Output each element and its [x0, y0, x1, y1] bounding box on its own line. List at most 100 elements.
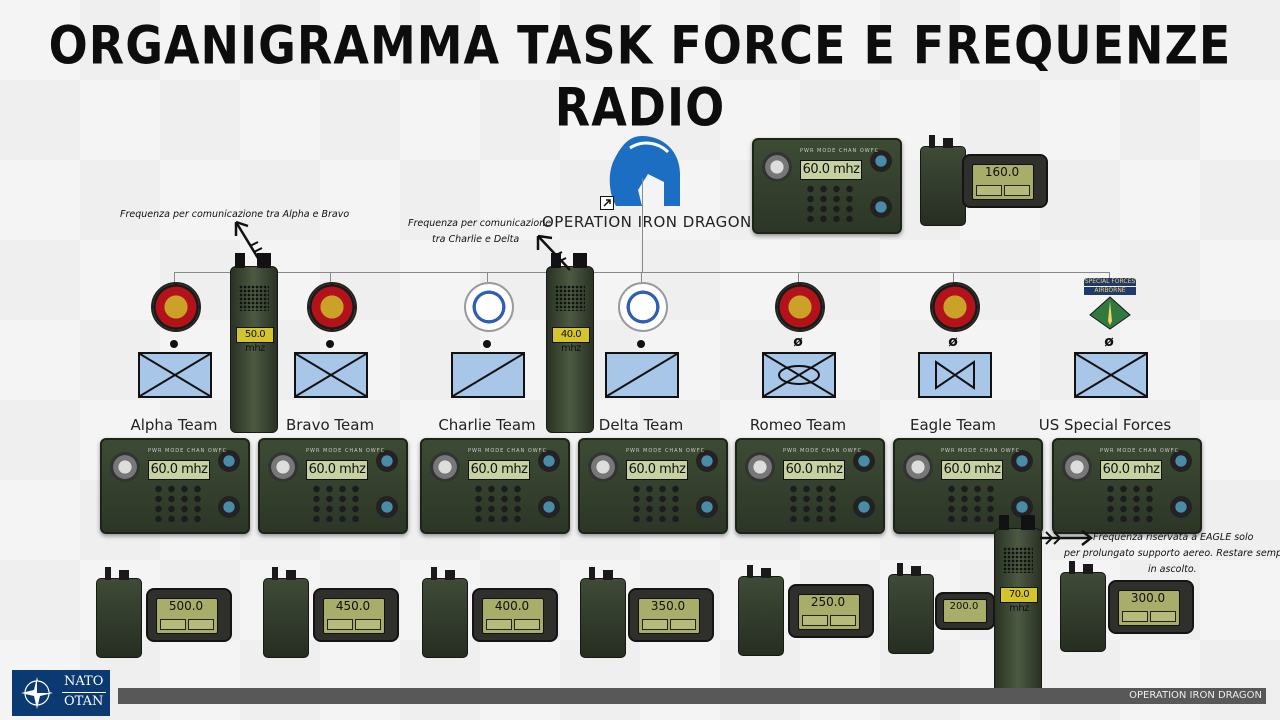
romeo-connector	[798, 272, 799, 282]
romeo-unit-symbol[interactable]	[762, 352, 836, 398]
shared-frequency: 40.0 mhz	[552, 327, 590, 354]
handheld-frequency: 250.0	[810, 595, 846, 609]
charlie-delta-shared-radio: 40.0 mhz	[546, 253, 594, 433]
shared-frequency: 50.0 mhz	[236, 327, 274, 354]
romeo-handheld-radio	[738, 565, 784, 656]
alpha-connector	[174, 272, 175, 282]
charlie-connector	[487, 272, 488, 282]
shared-frequency: 70.0 mhz	[1000, 587, 1038, 614]
size-symbol	[170, 340, 178, 348]
usmc-emblem-icon	[930, 282, 980, 332]
size-symbol: ø	[1104, 334, 1114, 350]
navy-seal-emblem-icon	[464, 282, 514, 332]
handheld-frequency: 200.0	[949, 601, 979, 612]
usmc-emblem-icon	[775, 282, 825, 332]
eagle-air-support-radio: 70.0 mhz	[994, 515, 1042, 694]
charlie-unit-symbol[interactable]	[451, 352, 525, 398]
sf-handheld-radio	[1060, 561, 1106, 652]
handheld-frequency: 450.0	[335, 599, 371, 613]
airborne-tab: AIRBORNE	[1084, 287, 1136, 295]
alpha-handheld-radio	[96, 567, 142, 658]
operation-name: OPERATION IRON DRAGON	[542, 213, 752, 231]
alpha-bravo-note: Frequenza per comunicazione tra Alpha e …	[120, 209, 350, 220]
delta-handheld-display: 350.0	[628, 588, 714, 642]
footer-bar	[118, 688, 1266, 704]
size-symbol	[637, 340, 645, 348]
sf-handheld-display: 300.0	[1108, 580, 1194, 634]
special-forces-emblem: SPECIAL FORCES AIRBORNE	[1084, 278, 1136, 335]
alpha-handheld-display: 500.0	[146, 588, 232, 642]
charlie-handheld-display: 400.0	[472, 588, 558, 642]
team-name: Alpha Team	[130, 416, 218, 434]
sf-unit-symbol[interactable]	[1074, 352, 1148, 398]
charlie-handheld-radio	[422, 567, 468, 658]
usmc-emblem-icon	[307, 282, 357, 332]
eagle-connector	[953, 272, 954, 282]
team-name: Charlie Team	[438, 416, 536, 434]
team-name: Bravo Team	[285, 416, 375, 434]
eagle-unit-symbol[interactable]	[918, 352, 992, 398]
handheld-frequency: 300.0	[1130, 591, 1166, 605]
otan-text: OTAN	[64, 694, 104, 709]
team-name: Delta Team	[598, 416, 684, 434]
delta-connector	[641, 272, 642, 282]
alpha-unit-symbol[interactable]	[138, 352, 212, 398]
alpha-bravo-shared-radio: 50.0 mhz	[230, 253, 278, 433]
bravo-unit-symbol[interactable]	[294, 352, 368, 398]
bravo-connector	[330, 272, 331, 282]
charlie-delta-note-line1: Frequenza per comunicazione	[408, 218, 552, 229]
radio-frequency: 60.0 mhz	[468, 460, 530, 480]
navy-seal-emblem-icon	[618, 282, 668, 332]
romeo-handheld-display: 250.0	[788, 584, 874, 638]
bravo-handheld-radio	[263, 567, 309, 658]
special-forces-tab: SPECIAL FORCES	[1084, 278, 1136, 286]
size-symbol	[483, 340, 491, 348]
hq-handheld-display: 160.0	[962, 154, 1048, 208]
external-link-icon[interactable]	[600, 196, 614, 210]
bravo-handheld-display: 450.0	[313, 588, 399, 642]
eagle-note-line2: per prolungato supporto aereo. Restare s…	[1064, 548, 1280, 559]
sf-connector	[1109, 272, 1110, 282]
team-name: Romeo Team	[749, 416, 847, 434]
eagle-note-line1: Frequenza riservata a EAGLE solo	[1093, 532, 1254, 543]
eagle-note-line3: in ascolto.	[1148, 564, 1197, 575]
spartan-helmet-logo-icon	[609, 136, 680, 206]
radio-frequency: 60.0 mhz	[1100, 460, 1162, 480]
size-symbol: ø	[793, 334, 803, 350]
radio-frequency: 60.0 mhz	[306, 460, 368, 480]
arrow-up-left-icon	[536, 234, 571, 271]
nato-compass-icon	[21, 677, 53, 709]
arrow-right-icon	[1040, 530, 1094, 546]
radio-frequency: 60.0 mhz	[148, 460, 210, 480]
eagle-handheld-radio	[888, 563, 934, 654]
handheld-frequency: 400.0	[494, 599, 530, 613]
handheld-frequency: 500.0	[168, 599, 204, 613]
radio-frequency: 60.0 mhz	[783, 460, 845, 480]
size-symbol: ø	[948, 334, 958, 350]
nato-text: NATO	[64, 674, 104, 689]
dagger-patch-icon	[1089, 296, 1131, 330]
nato-logo: NATO OTAN	[12, 670, 110, 716]
page-title: ORGANIGRAMMA TASK FORCE E FREQUENZE RADI…	[48, 13, 1232, 139]
team-name: Eagle Team	[909, 416, 996, 434]
charlie-delta-note-line2: tra Charlie e Delta	[432, 234, 520, 245]
radio-frequency: 60.0 mhz	[626, 460, 688, 480]
delta-handheld-radio	[580, 567, 626, 658]
delta-unit-symbol[interactable]	[605, 352, 679, 398]
size-symbol	[326, 340, 334, 348]
team-name: US Special Forces	[1038, 416, 1172, 434]
hq-manpack-radio: PWR MODE CHAN OWFC 60.0 mhz	[752, 138, 902, 234]
eagle-handheld-display: 200.0	[935, 592, 995, 630]
team-branch-line	[174, 272, 1110, 273]
radio-frequency: 60.0 mhz	[941, 460, 1003, 480]
hq-manpack-frequency: 60.0 mhz	[800, 160, 862, 180]
hq-handheld-frequency: 160.0	[984, 165, 1020, 179]
footer-label: OPERATION IRON DRAGON	[1129, 690, 1262, 701]
